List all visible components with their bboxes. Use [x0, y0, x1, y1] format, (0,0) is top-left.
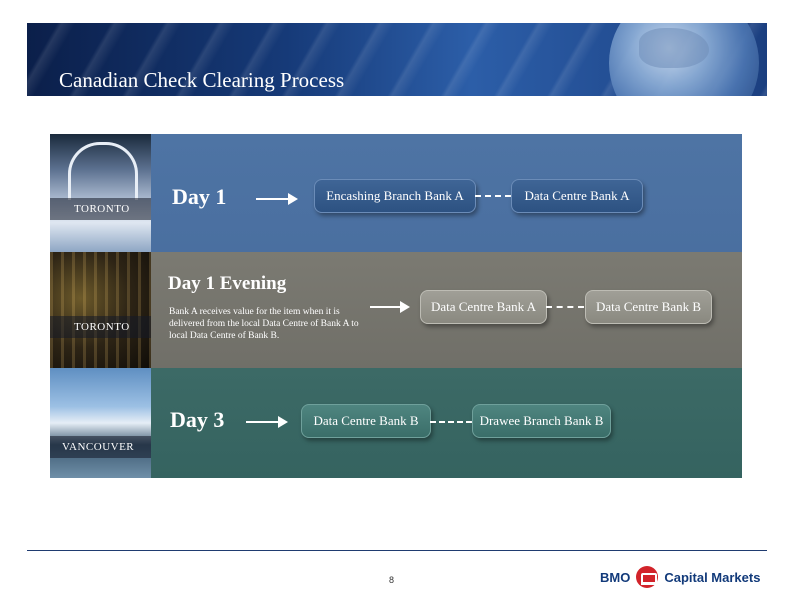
day1-evening-description: Bank A receives value for the item when …: [169, 307, 359, 341]
day3-band: [151, 368, 742, 478]
data-centre-bank-a-box-2: Data Centre Bank A: [420, 290, 547, 324]
page-number: 8: [389, 575, 395, 585]
day1-evening-label: Day 1 Evening: [168, 273, 287, 294]
globe-image: [609, 23, 759, 96]
bmo-roundel-icon: [636, 566, 659, 588]
toronto-photo-1: [50, 134, 151, 252]
encashing-branch-bank-a-box: Encashing Branch Bank A: [314, 179, 476, 213]
day1-evening-connector: [546, 306, 584, 308]
toronto-photo-2: [50, 252, 151, 368]
data-centre-bank-b-box-1: Data Centre Bank B: [585, 290, 712, 324]
bmo-capital-markets-logo: BMO Capital Markets: [600, 566, 760, 588]
city-label-vancouver: VANCOUVER: [50, 436, 151, 458]
data-centre-bank-a-box-1: Data Centre Bank A: [511, 179, 643, 213]
drawee-branch-bank-b-box: Drawee Branch Bank B: [472, 404, 611, 438]
footer-divider: [27, 550, 767, 551]
vancouver-photo: [50, 368, 151, 478]
day1-evening-arrow-icon: [370, 301, 410, 313]
data-centre-bank-b-box-2: Data Centre Bank B: [301, 404, 431, 438]
city-label-toronto-2: TORONTO: [50, 316, 151, 338]
city-label-toronto-1: TORONTO: [50, 198, 151, 220]
day3-arrow-icon: [246, 416, 288, 428]
logo-capital-markets-text: Capital Markets: [664, 569, 761, 585]
logo-bmo-text: BMO: [600, 569, 631, 585]
header-banner: [27, 23, 767, 96]
day1-arrow-icon: [256, 193, 298, 205]
day1-label: Day 1: [172, 184, 227, 209]
day3-connector: [430, 421, 472, 423]
day1-connector: [475, 195, 511, 197]
page-title: Canadian Check Clearing Process: [59, 68, 345, 92]
clearing-process-diagram: TORONTO Day 1 Encashing Branch Bank A Da…: [50, 134, 742, 478]
day3-label: Day 3: [170, 407, 225, 432]
